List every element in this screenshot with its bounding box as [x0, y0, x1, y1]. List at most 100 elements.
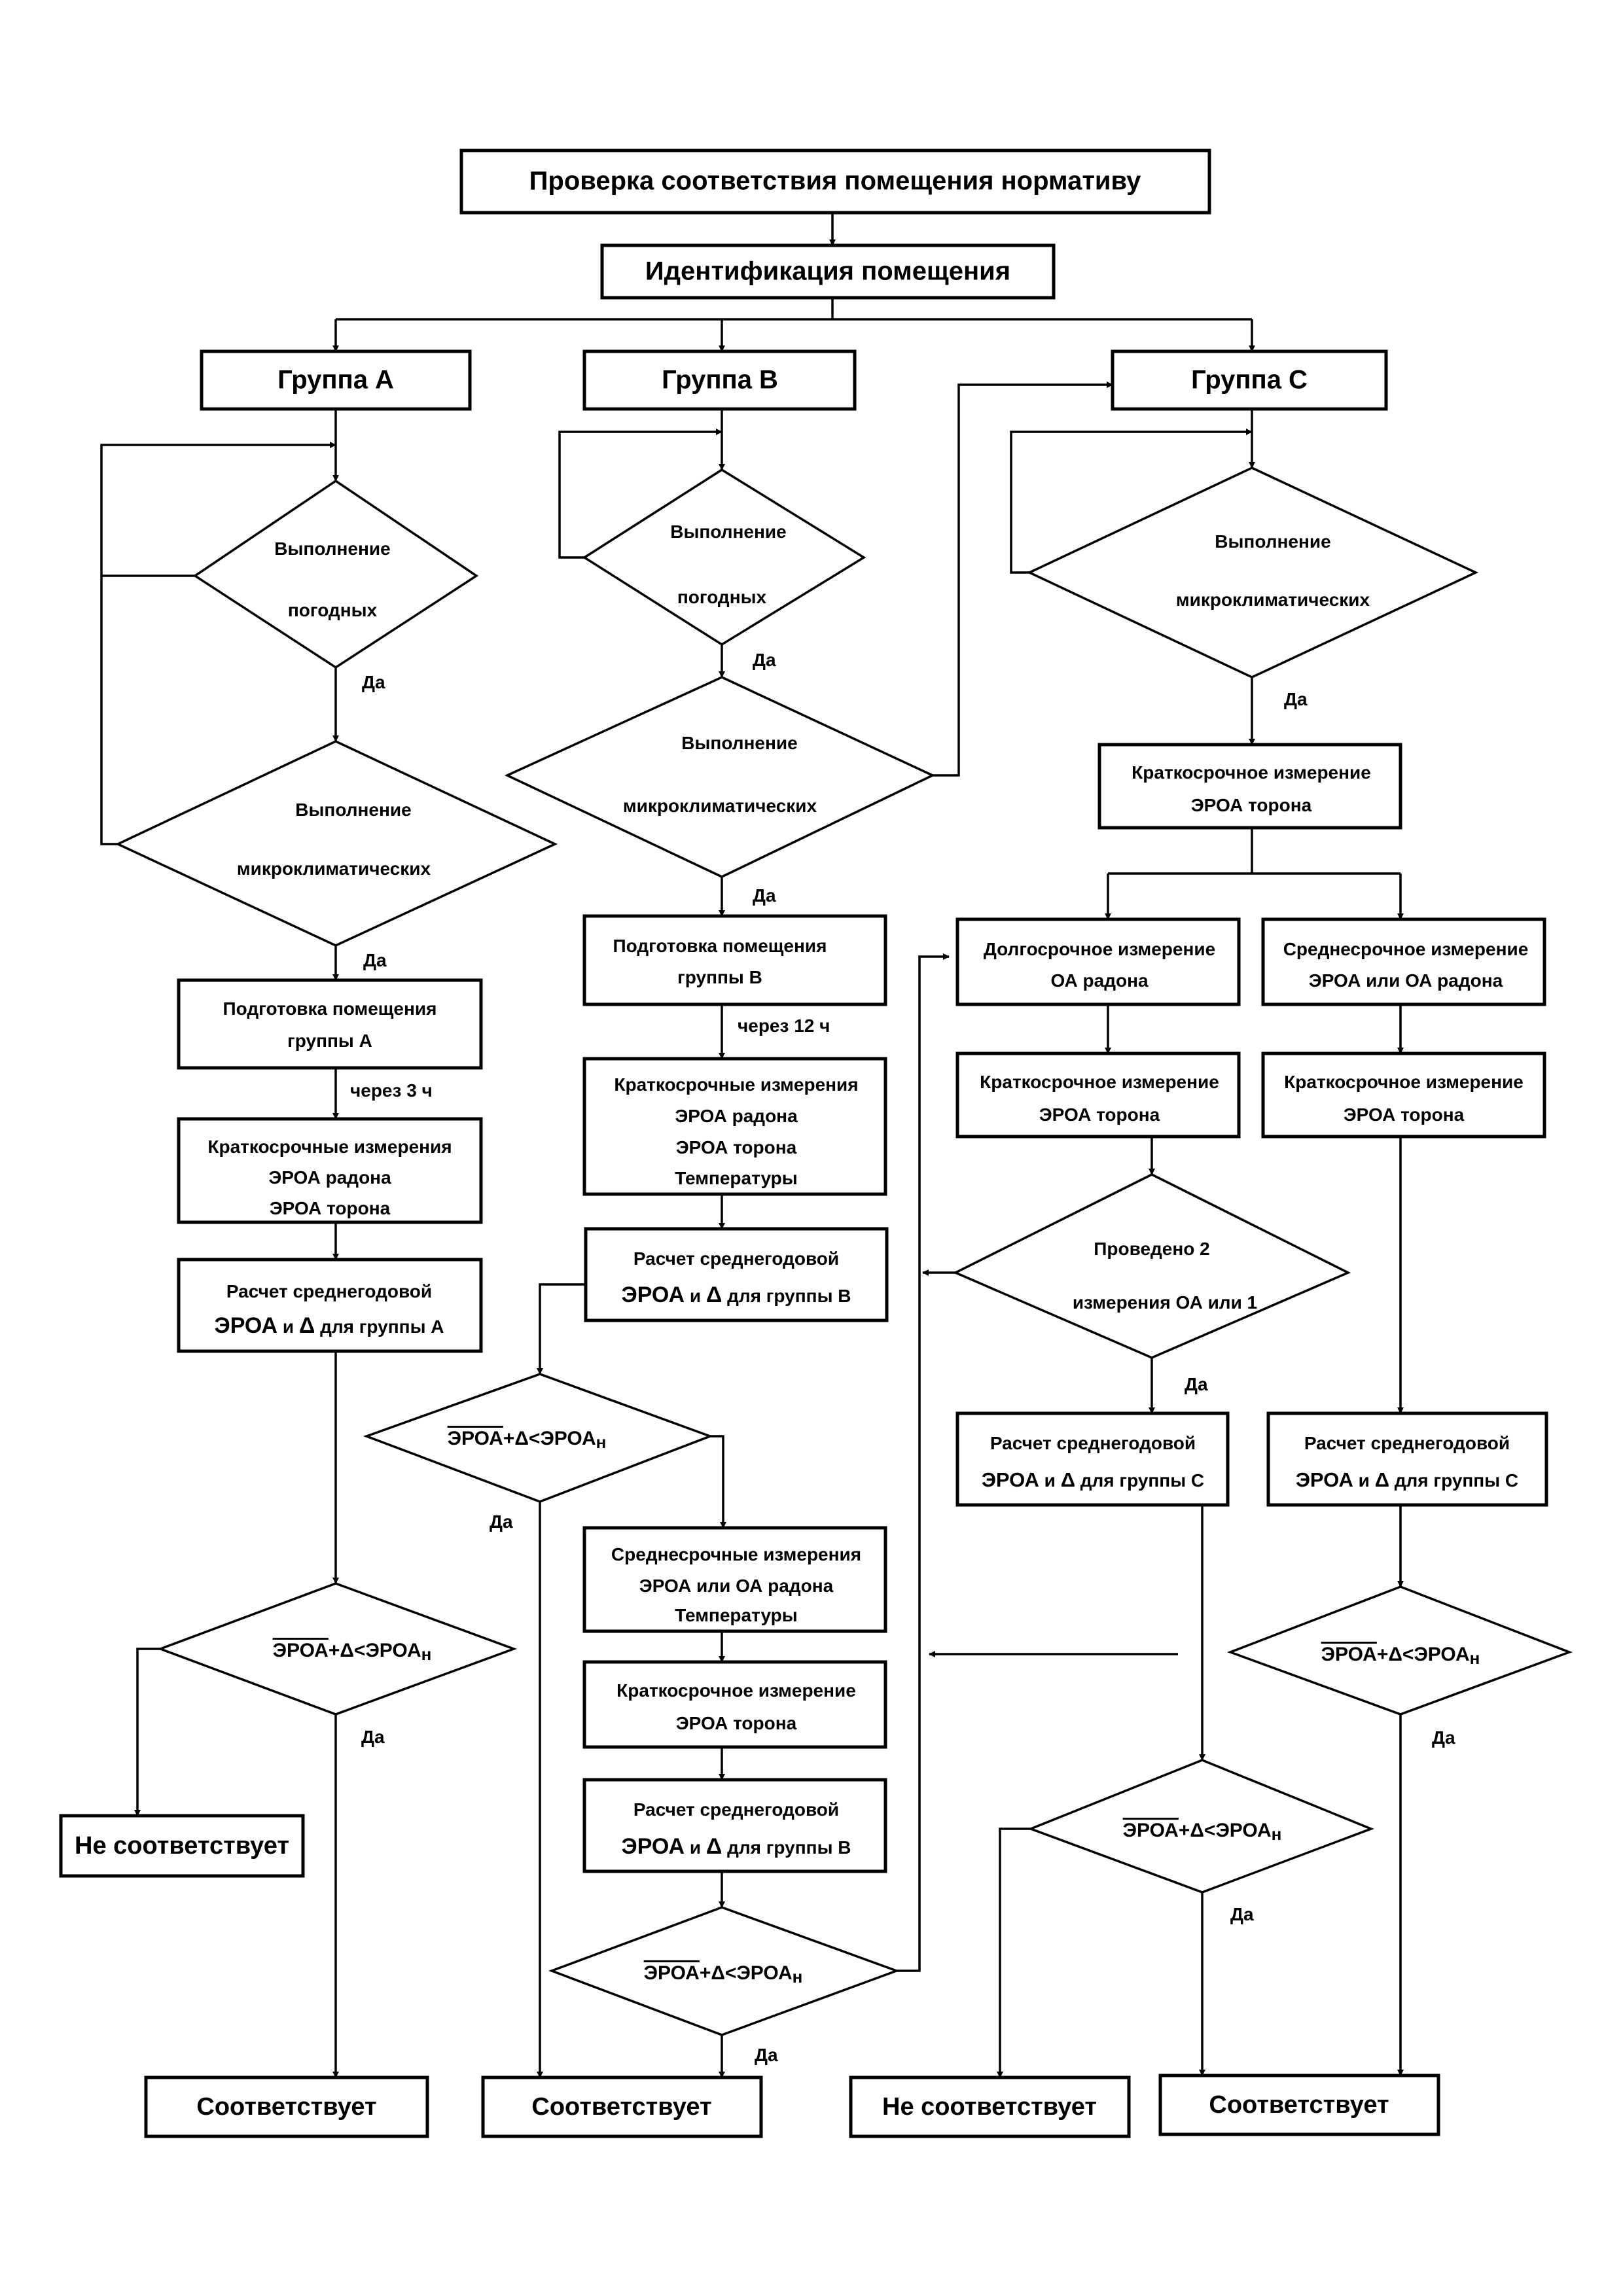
c-calc-line1: Расчет среднегодовой — [990, 1433, 1196, 1453]
a-prep-line2: группы А — [287, 1031, 372, 1051]
b-short2-line1: Краткосрочное измерение — [616, 1680, 856, 1701]
c-short-line1: Краткосрочное измерение — [1132, 762, 1371, 783]
b-after-12h: через 12 ч — [738, 1016, 830, 1036]
b-short-line3: ЭРОА торона — [676, 1137, 797, 1157]
c-long-short-line2: ЭРОА торона — [1039, 1104, 1160, 1125]
group-b-label: Группа В — [662, 366, 778, 395]
edge-b-micro-to-c — [933, 381, 1113, 777]
c-long-line1: Долгосрочное измерение — [984, 939, 1215, 959]
c-mid-line1: Среднесрочное измерение — [1283, 939, 1529, 959]
group-c-node: Группа С — [1111, 349, 1388, 411]
a-calc-line1: Расчет среднегодовой — [226, 1281, 432, 1301]
b-calc-node: Расчет среднегодовой ЭРОА и Δ для группы… — [584, 1227, 889, 1322]
c-calc-line2: ЭРОА и Δ для группы С — [982, 1468, 1204, 1491]
b-micro-check: Выполнение микроклиматических — [504, 676, 936, 878]
a-yes-3: Да — [361, 1727, 385, 1747]
b-compare2-text: ЭРОА+Δ<ЭРОАн — [644, 1962, 803, 1987]
c-right-calc-line1: Расчет среднегодовой — [1304, 1433, 1510, 1453]
c-micro-check: Выполнение микроклиматических — [1026, 467, 1479, 679]
b-calc-line1: Расчет среднегодовой — [633, 1248, 839, 1269]
c-micro-line2: микроклиматических — [1176, 590, 1370, 610]
edge-b-calc-to-cond — [537, 1283, 586, 1375]
c-ok-node: Соответствует — [1158, 2074, 1440, 2136]
b-compare-check: ЭРОА+Δ<ЭРОАн — [363, 1373, 713, 1503]
a-prep-line1: Подготовка помещения — [223, 998, 437, 1019]
a-weather-line1: Выполнение — [274, 539, 390, 559]
edge-b-cond2-to-c-long — [897, 953, 950, 1972]
c-compare-check: ЭРОА+Δ<ЭРОАн — [1027, 1759, 1374, 1894]
a-fail-text: Не соответствует — [75, 1832, 289, 1860]
a-after-3h: через 3 ч — [350, 1080, 433, 1101]
b-weather-check: Выполнение погодных — [582, 468, 866, 646]
a-short-line1: Краткосрочные измерения — [207, 1137, 452, 1157]
c-yes-2: Да — [1185, 1374, 1208, 1394]
b-calc2-node: Расчет среднегодовой ЭРОА и Δ для группы… — [582, 1778, 887, 1873]
b-short2-line2: ЭРОА торона — [676, 1713, 797, 1733]
a-weather-line2: погодных — [288, 600, 378, 620]
c-long-short-line1: Краткосрочное измерение — [980, 1072, 1219, 1092]
a-weather-check: Выполнение погодных — [192, 479, 479, 669]
b-calc2-line1: Расчет среднегодовой — [633, 1799, 839, 1820]
a-micro-line2: микроклиматических — [237, 858, 431, 879]
c-ok-text: Соответствует — [1209, 2091, 1389, 2119]
c-mid-short-node: Краткосрочное измерение ЭРОА торона — [1261, 1051, 1546, 1139]
a-ok-text: Соответствует — [196, 2093, 376, 2121]
b-short-line2: ЭРОА радона — [675, 1106, 798, 1126]
c-mid-short-line1: Краткосрочное измерение — [1284, 1072, 1524, 1092]
c-right-compare-text: ЭРОА+Δ<ЭРОАн — [1321, 1644, 1480, 1668]
c-fail-text: Не соответствует — [882, 2093, 1097, 2121]
b-short-line4: Температуры — [675, 1168, 797, 1188]
identify-text: Идентификация помещения — [645, 257, 1010, 286]
c-short-line2: ЭРОА торона — [1191, 795, 1312, 815]
a-compare-text: ЭРОА+Δ<ЭРОАн — [273, 1640, 432, 1664]
b-weather-line1: Выполнение — [670, 521, 786, 542]
c-yes-3: Да — [1432, 1727, 1455, 1748]
b-mid-node: Среднесрочные измерения ЭРОА или ОА радо… — [582, 1526, 887, 1633]
b-yes-3: Да — [490, 1511, 513, 1532]
b-micro-line1: Выполнение — [681, 733, 797, 753]
c-long-short-node: Краткосрочное измерение ЭРОА торона — [955, 1051, 1241, 1139]
group-c-label: Группа С — [1191, 366, 1308, 395]
group-a-label: Группа А — [277, 366, 394, 395]
c-calc-node: Расчет среднегодовой ЭРОА и Δ для группы… — [955, 1411, 1230, 1507]
b-weather-line2: погодных — [677, 587, 767, 607]
connectors — [100, 213, 1404, 2078]
b-yes-1: Да — [753, 650, 776, 670]
b-short-node: Краткосрочные измерения ЭРОА радона ЭРОА… — [582, 1057, 887, 1196]
a-calc-node: Расчет среднегодовой ЭРОА и Δ для группы… — [177, 1258, 483, 1353]
b-calc-line2: ЭРОА и Δ для группы В — [622, 1282, 851, 1307]
b-short-line1: Краткосрочные измерения — [614, 1074, 858, 1095]
b-yes-2: Да — [753, 885, 776, 906]
b-calc2-line2: ЭРОА и Δ для группы В — [622, 1834, 851, 1859]
group-b-node: Группа В — [582, 349, 857, 411]
a-micro-line1: Выполнение — [295, 800, 411, 820]
c-short-node: Краткосрочное измерение ЭРОА торона — [1097, 743, 1402, 830]
b-compare-text: ЭРОА+Δ<ЭРОАн — [448, 1428, 607, 1452]
edge-b-cond-to-mid — [710, 1435, 726, 1528]
c-compare-text: ЭРОА+Δ<ЭРОАн — [1123, 1820, 1282, 1844]
b-ok1-text: Соответствует — [531, 2093, 711, 2121]
c-count-check: Проведено 2 измерения ОА или 1 — [952, 1173, 1351, 1359]
title-text: Проверка соответствия помещения норматив… — [529, 167, 1141, 196]
c-yes-4: Да — [1230, 1904, 1254, 1924]
b-mid-line3: Температуры — [675, 1605, 797, 1625]
c-mid-node: Среднесрочное измерение ЭРОА или ОА радо… — [1261, 917, 1546, 1006]
a-short-line2: ЭРОА радона — [268, 1167, 391, 1188]
c-count-line1: Проведено 2 — [1094, 1239, 1209, 1259]
a-yes-1: Да — [362, 672, 385, 692]
identify-node: Идентификация помещения — [600, 243, 1056, 300]
edge-a-loop-back — [100, 442, 336, 845]
a-compare-check: ЭРОА+Δ<ЭРОАн — [156, 1582, 518, 1716]
a-prep-node: Подготовка помещения группы А — [177, 978, 483, 1070]
c-right-calc-line2: ЭРОА и Δ для группы С — [1296, 1468, 1518, 1491]
edge-b-loop — [558, 429, 722, 559]
b-yes-4: Да — [755, 2045, 778, 2065]
b-mid-line2: ЭРОА или ОА радона — [639, 1576, 834, 1596]
edge-c-cond-to-fail — [997, 1828, 1031, 2078]
c-long-node: Долгосрочное измерение ОА радона — [955, 917, 1241, 1006]
a-fail-node: Не соответствует — [59, 1814, 305, 1878]
c-micro-line1: Выполнение — [1215, 531, 1330, 552]
group-a-node: Группа А — [200, 349, 472, 411]
